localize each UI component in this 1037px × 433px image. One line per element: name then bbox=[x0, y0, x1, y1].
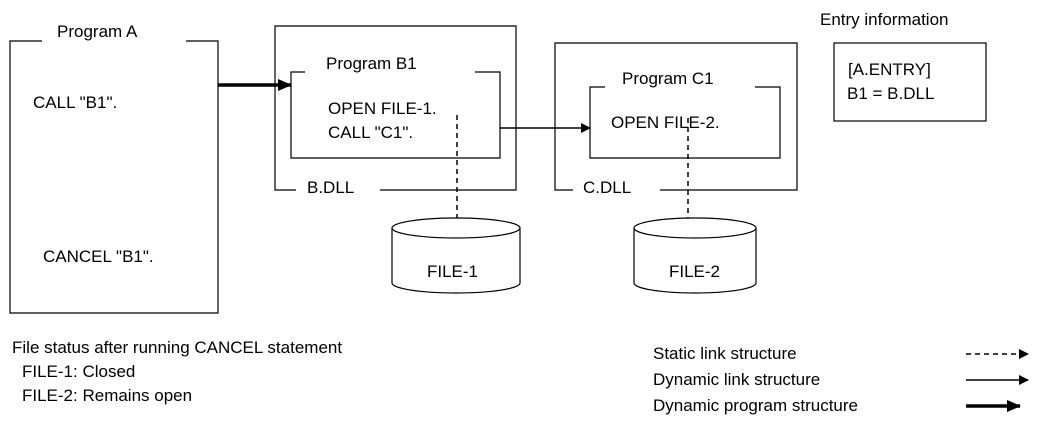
program-b1-line2: CALL "C1". bbox=[328, 123, 414, 142]
program-a-cancel: CANCEL "B1". bbox=[43, 247, 154, 266]
entry-info-line2: B1 = B.DLL bbox=[847, 84, 935, 103]
program-b1-box bbox=[290, 71, 501, 159]
status-title: File status after running CANCEL stateme… bbox=[12, 338, 343, 357]
c-dll-box bbox=[554, 42, 798, 191]
legend-dynamic-label: Dynamic link structure bbox=[653, 370, 821, 389]
c-dll-label: C.DLL bbox=[583, 178, 632, 197]
program-b1-line1: OPEN FILE-1. bbox=[328, 99, 437, 118]
status-file2: FILE-2: Remains open bbox=[22, 386, 193, 405]
legend-static-label: Static link structure bbox=[653, 344, 797, 363]
file-1-cylinder bbox=[391, 217, 521, 294]
file-2-label: FILE-2 bbox=[669, 262, 721, 281]
legend-dynamic-program-label: Dynamic program structure bbox=[653, 396, 859, 415]
file-2-cylinder bbox=[633, 217, 757, 294]
status-file1: FILE-1: Closed bbox=[22, 362, 136, 381]
entry-info-box bbox=[833, 42, 987, 122]
b-dll-box bbox=[274, 25, 517, 191]
program-b1-title: Program B1 bbox=[326, 54, 417, 73]
program-a-title: Program A bbox=[57, 22, 138, 41]
program-a-box bbox=[9, 40, 219, 314]
entry-info-title: Entry information bbox=[820, 10, 949, 29]
program-c1-line1: OPEN FILE-2. bbox=[611, 113, 720, 132]
file-1-label: FILE-1 bbox=[427, 262, 479, 281]
entry-info-line1: [A.ENTRY] bbox=[848, 60, 931, 79]
program-c1-title: Program C1 bbox=[622, 69, 714, 88]
program-a-call: CALL "B1". bbox=[33, 93, 118, 112]
program-c1-box bbox=[589, 86, 781, 159]
b-dll-label: B.DLL bbox=[307, 178, 355, 197]
